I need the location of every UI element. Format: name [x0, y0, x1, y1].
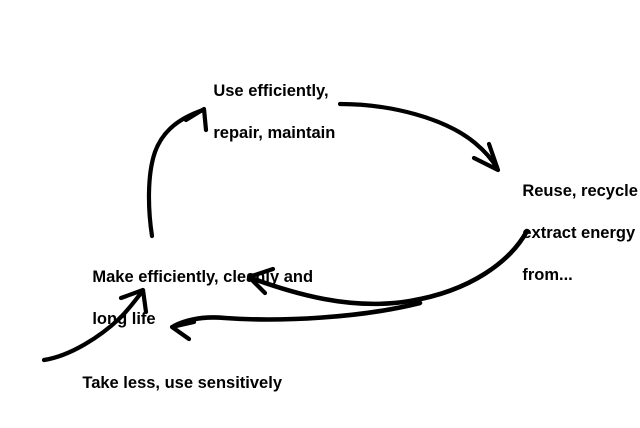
arrow-reuse-to-make — [246, 228, 530, 307]
node-make-line-2: long life — [92, 310, 156, 328]
node-take-line-1: Take less, use sensitively — [82, 374, 282, 392]
arrow-use-to-reuse — [337, 101, 501, 173]
node-make-line-1: Make efficiently, cleanly and — [92, 268, 314, 286]
node-reuse-line-2: extract energy — [522, 224, 636, 242]
node-use-line-2: repair, maintain — [213, 124, 336, 142]
node-reuse-line-1: Reuse, recycle — [522, 182, 638, 200]
node-reuse-line-3: from... — [522, 266, 573, 284]
arrow-make-to-use — [146, 106, 209, 239]
arrow-reuse-to-take — [169, 300, 423, 342]
arrow-take-to-make — [41, 287, 149, 363]
node-make-efficiently: Make efficiently, cleanly and long life — [74, 246, 313, 351]
node-reuse-recycle: Reuse, recycle extract energy from... — [504, 160, 638, 307]
node-use-efficiently: Use efficiently, repair, maintain — [195, 60, 335, 165]
node-take-less: Take less, use sensitively managed renew… — [64, 352, 318, 428]
node-use-line-1: Use efficiently, — [213, 82, 329, 100]
